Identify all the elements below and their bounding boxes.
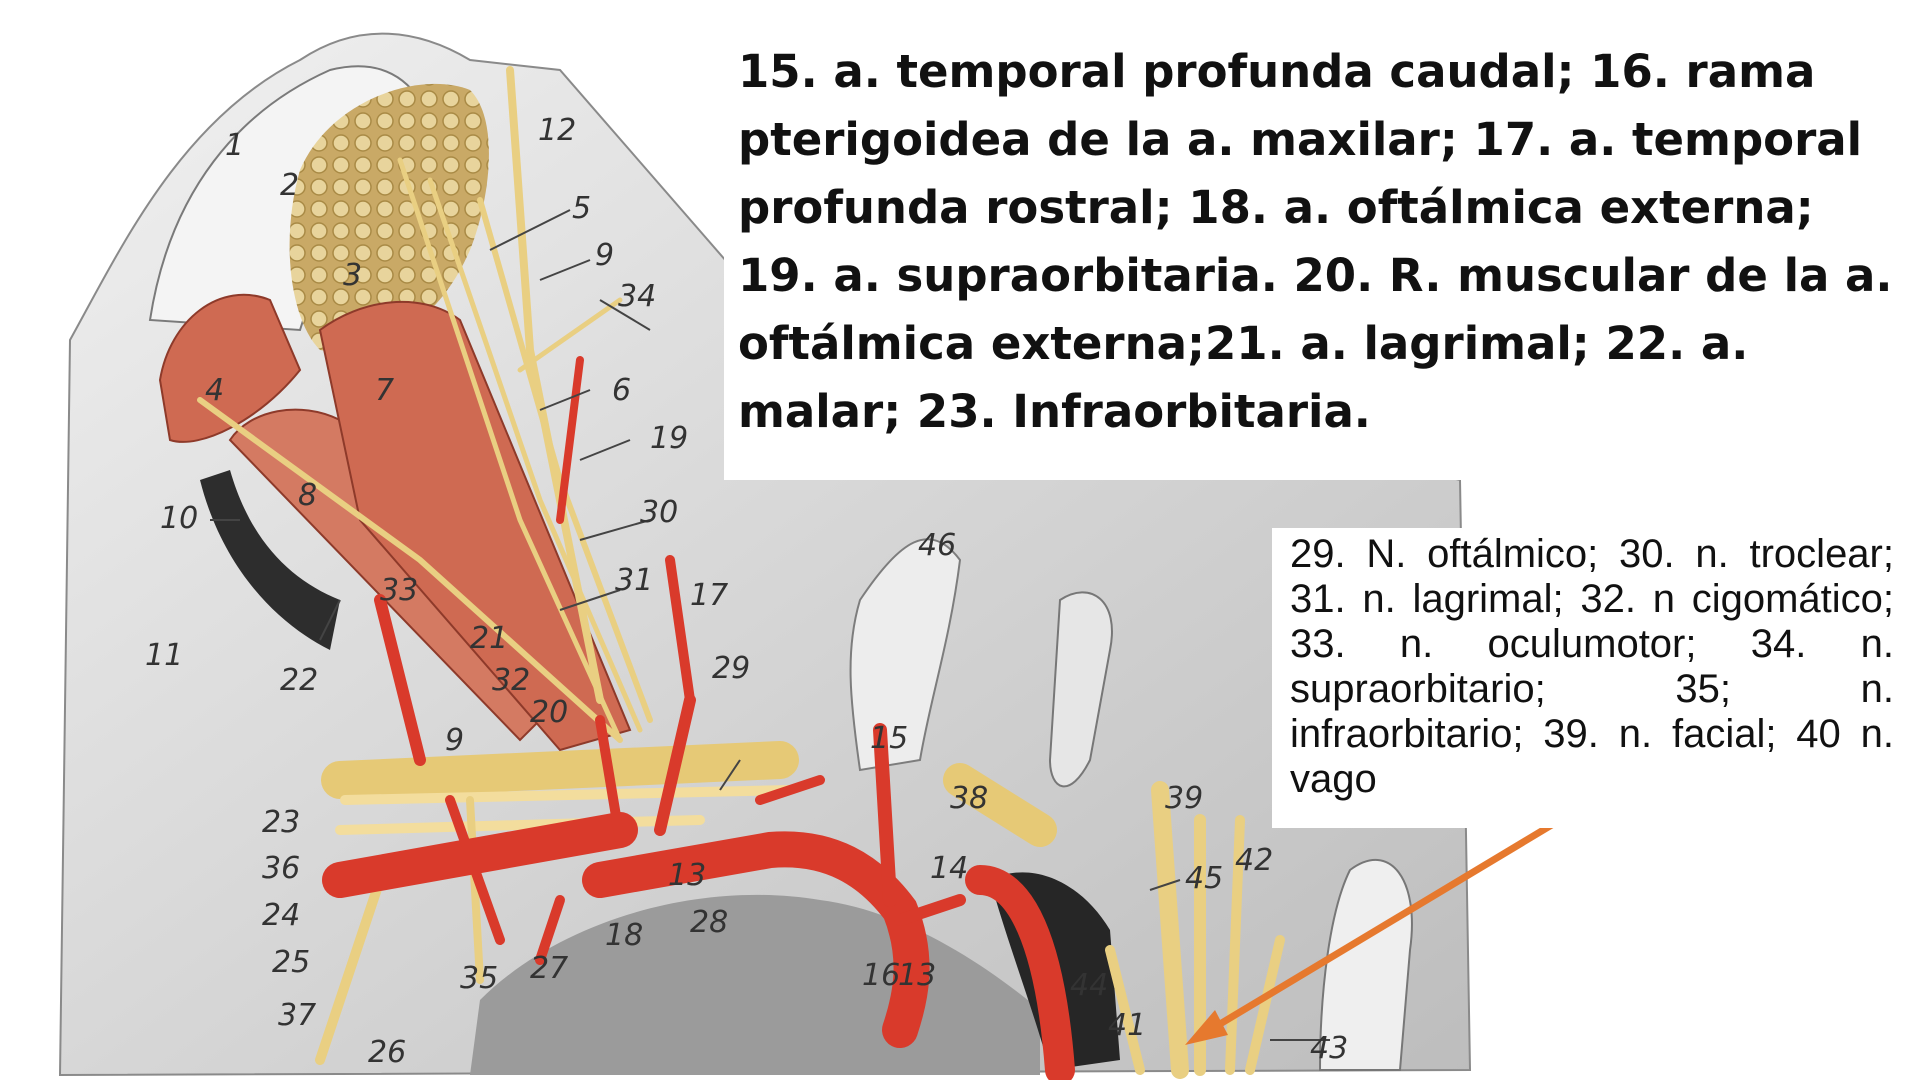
label-13b: 13 <box>898 958 936 993</box>
legend-top-box: 15. a. temporal profunda caudal; 16. ram… <box>724 28 1914 480</box>
label-33: 33 <box>380 573 418 608</box>
label-9b: 9 <box>445 723 464 758</box>
muscle-7 <box>318 300 632 752</box>
label-12: 12 <box>538 113 576 148</box>
legend-top-text: 15. a. temporal profunda caudal; 16. ram… <box>738 45 1893 438</box>
label-43: 43 <box>1310 1031 1348 1066</box>
label-35: 35 <box>460 961 498 996</box>
label-3: 3 <box>343 258 362 293</box>
label-21: 21 <box>470 621 508 656</box>
legend-right-text: 29. N. oftálmico; 30. n. troclear; 31. n… <box>1290 532 1894 801</box>
label-36: 36 <box>262 851 300 886</box>
label-26: 26 <box>368 1035 406 1070</box>
label-7: 7 <box>375 373 394 408</box>
label-9a: 9 <box>595 238 614 273</box>
dark-cavity <box>200 470 340 650</box>
label-2: 2 <box>280 168 299 203</box>
label-19: 19 <box>650 421 688 456</box>
artery-network <box>322 356 1075 1080</box>
label-10: 10 <box>160 501 198 536</box>
label-27: 27 <box>530 951 568 986</box>
label-28: 28 <box>690 905 728 940</box>
label-6: 6 <box>612 373 631 408</box>
label-8: 8 <box>298 478 317 513</box>
label-44: 44 <box>1070 968 1108 1003</box>
legend-right-box: 29. N. oftálmico; 30. n. troclear; 31. n… <box>1272 528 1900 828</box>
label-18: 18 <box>605 918 643 953</box>
label-11: 11 <box>145 638 183 673</box>
styloid-bone <box>1048 591 1113 788</box>
label-4: 4 <box>205 373 224 408</box>
label-32: 32 <box>492 663 530 698</box>
label-42: 42 <box>1235 843 1273 878</box>
label-22: 22 <box>280 663 318 698</box>
label-41: 41 <box>1108 1008 1146 1043</box>
condyle-bone <box>1318 858 1413 1071</box>
nerve-bundle <box>197 66 1285 1079</box>
label-37: 37 <box>278 998 316 1033</box>
label-25: 25 <box>272 945 310 980</box>
label-24: 24 <box>262 898 300 933</box>
label-30: 30 <box>640 495 678 530</box>
label-5: 5 <box>572 191 591 226</box>
label-14: 14 <box>930 851 968 886</box>
label-45: 45 <box>1185 861 1223 896</box>
bone-process <box>849 538 962 772</box>
label-13a: 13 <box>668 858 706 893</box>
label-16: 16 <box>862 958 900 993</box>
label-38: 38 <box>950 781 988 816</box>
label-23: 23 <box>262 805 300 840</box>
label-34: 34 <box>618 279 656 314</box>
label-17: 17 <box>690 578 728 613</box>
label-46: 46 <box>918 528 956 563</box>
label-20: 20 <box>530 695 568 730</box>
label-15: 15 <box>870 721 908 756</box>
arrow-head <box>1185 1010 1228 1045</box>
label-1: 1 <box>225 128 244 163</box>
label-29: 29 <box>712 651 750 686</box>
muscle-4 <box>158 293 302 443</box>
leader-lines <box>210 209 1330 1041</box>
arrow-line <box>1208 786 1612 1034</box>
label-39: 39 <box>1165 781 1203 816</box>
label-31: 31 <box>615 563 653 598</box>
